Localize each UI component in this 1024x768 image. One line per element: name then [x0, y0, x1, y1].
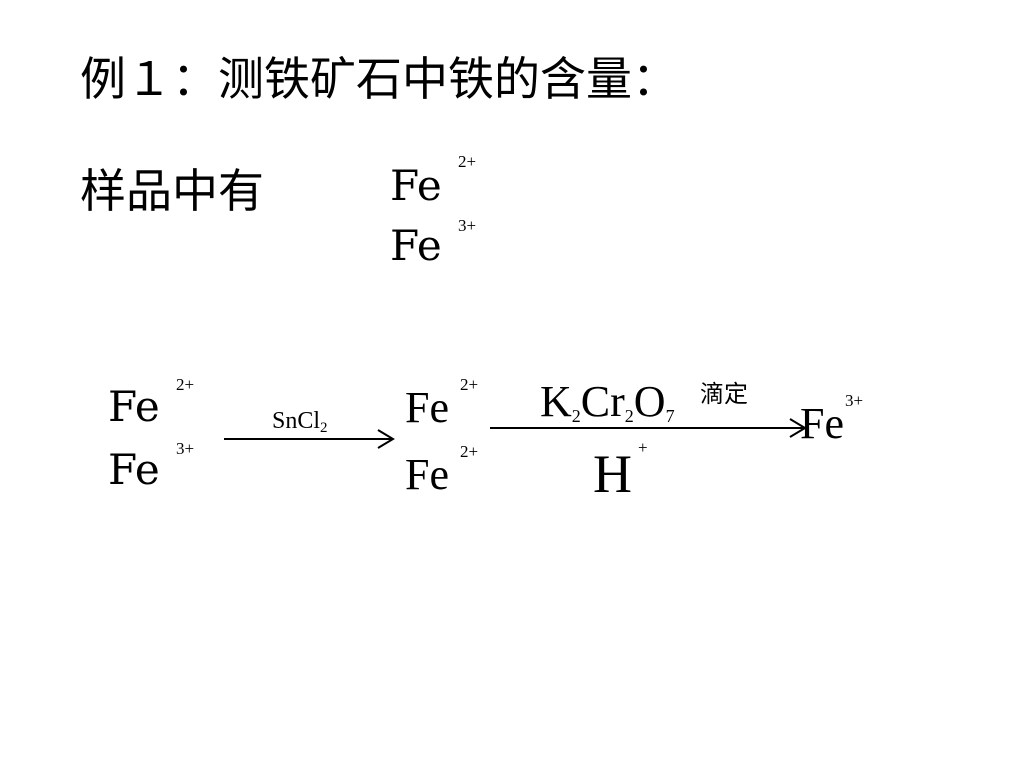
reagent-k2cr2o7: K2Cr2O7: [540, 377, 675, 426]
reagent-k-subscript: 2: [571, 406, 581, 426]
reagent-cr: Cr: [580, 377, 625, 426]
reagent-cl-subscript: 2: [320, 420, 328, 436]
reaction-arrow-1: [224, 429, 395, 449]
condition-h-symbol: H: [593, 444, 632, 504]
reactant-ion-1-symbol: Fe: [108, 382, 160, 431]
intermediate-ion-2-symbol: Fe: [405, 450, 449, 499]
reactant-ion-2-charge: 3+: [176, 439, 195, 458]
reagent-cl: Cl: [297, 408, 321, 434]
intermediate-ion-1-symbol: Fe: [405, 383, 449, 432]
reaction-arrow-2: [490, 418, 807, 438]
sample-ion-2-charge: 3+: [458, 216, 477, 235]
reagent-sncl2: SnCl2: [272, 408, 328, 436]
intermediate-ion-2-charge: 2+: [460, 442, 479, 461]
reactant-ion-2-symbol: Fe: [108, 445, 160, 494]
product-ion-charge: 3+: [845, 391, 864, 410]
intermediate-ion-1-charge: 2+: [460, 375, 479, 394]
sample-ion-1-symbol: Fe: [390, 161, 442, 210]
reagent-cr-subscript: 2: [624, 406, 634, 426]
sample-label: 样品中有: [80, 164, 264, 218]
sample-ion-1-charge: 2+: [458, 152, 477, 171]
reagent-o-subscript: 7: [665, 406, 675, 426]
sample-ion-2-symbol: Fe: [390, 221, 442, 270]
condition-h-charge: +: [638, 438, 648, 457]
slide-title: 例１：测铁矿石中铁的含量：: [80, 52, 678, 106]
reagent-sn: Sn: [272, 408, 298, 434]
reagent-k: K: [540, 377, 572, 426]
reactant-ion-1-charge: 2+: [176, 375, 195, 394]
reagent-o: O: [633, 377, 666, 426]
product-ion-symbol: Fe: [800, 399, 844, 448]
titration-label: 滴定: [700, 380, 748, 408]
